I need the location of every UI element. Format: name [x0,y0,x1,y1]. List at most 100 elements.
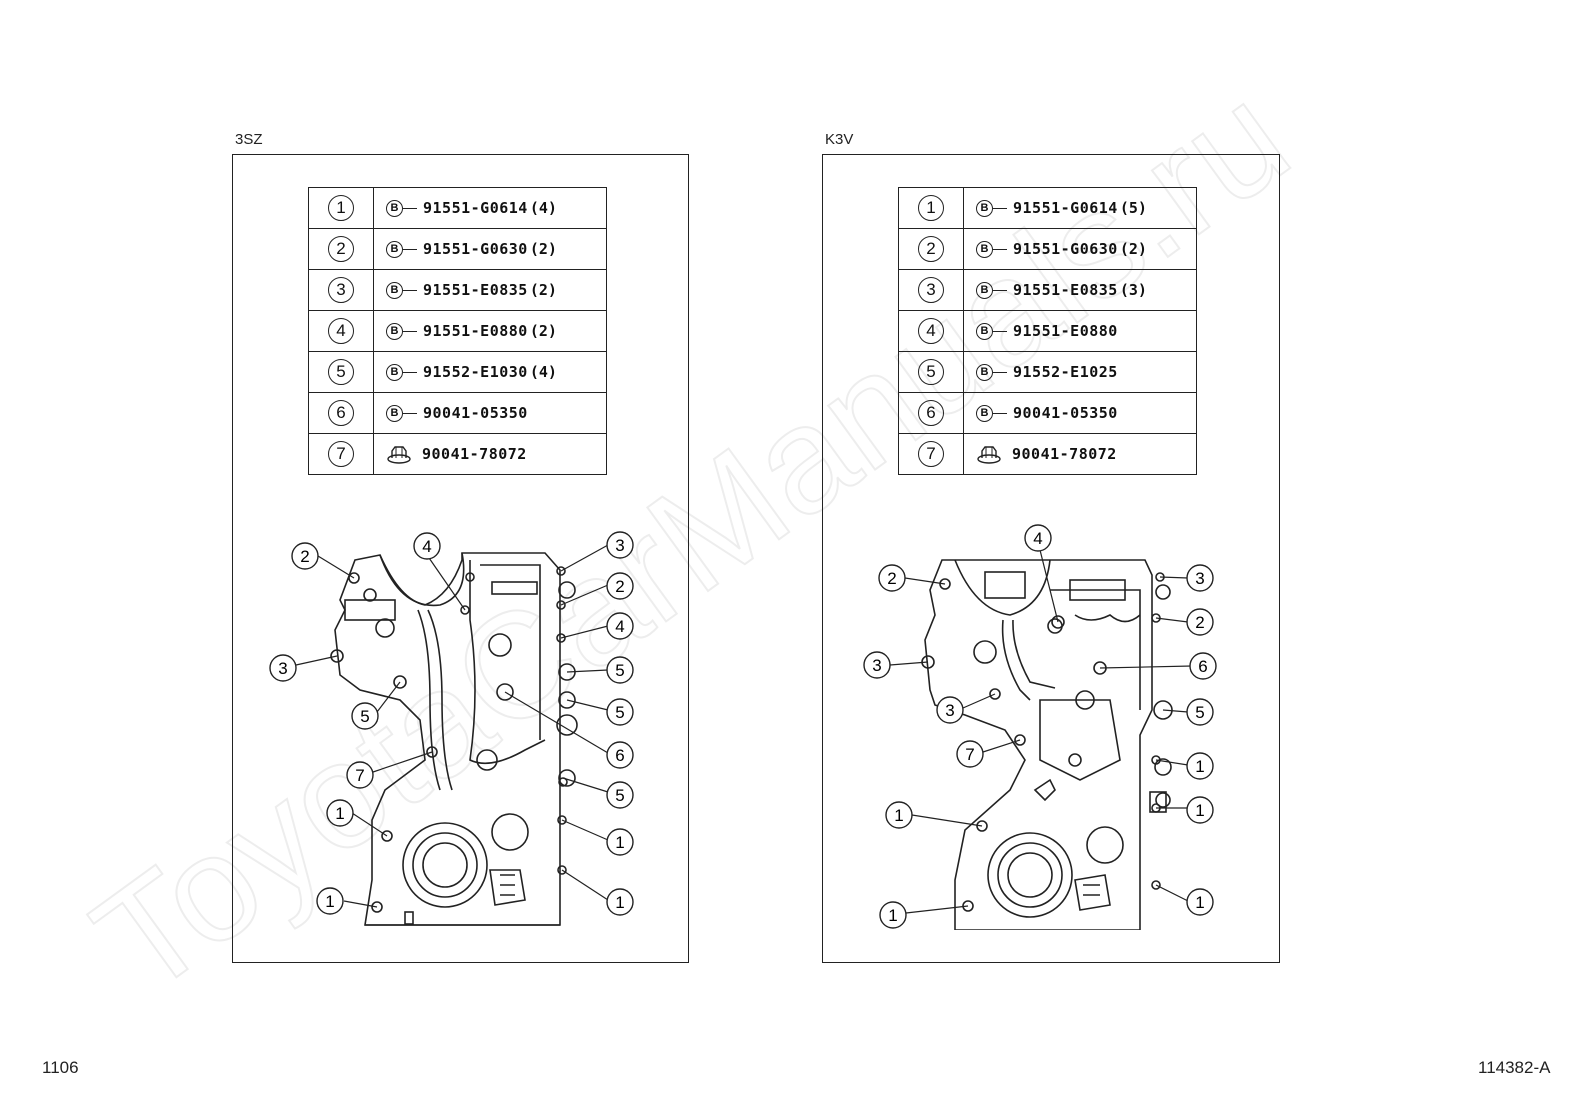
callout: 5 [1186,698,1214,726]
svg-text:5: 5 [615,703,624,722]
callout: 6 [1189,652,1217,680]
callout: 2 [1186,608,1214,636]
panel-label-k3v: K3V [825,131,854,148]
table-row: 7 90041-78072 [898,433,1197,475]
row-number: 1 [328,195,354,221]
svg-text:5: 5 [615,786,624,805]
svg-text:3: 3 [1195,569,1204,588]
table-row: 3 B 91551-E0835(2) [308,269,607,311]
callout: 1 [1186,888,1214,916]
row-number: 4 [328,318,354,344]
callout: 1 [1186,752,1214,780]
callout: 5 [351,702,379,730]
table-row: 2 B 91551-G0630(2) [898,228,1197,270]
row-number: 5 [328,359,354,385]
bolt-icon: B [386,281,423,299]
part-number: 91552-E1025 [1013,363,1118,381]
svg-text:1: 1 [335,804,344,823]
callout: 3 [936,696,964,724]
table-row: 5 B 91552-E1030(4) [308,351,607,393]
callout: 3 [606,531,634,559]
part-number: 91551-G0614 [423,199,528,217]
table-row: 6 B 90041-05350 [308,392,607,434]
timing-cover-diagram-3sz: 2 4 3 2 4 3 5 5 5 6 7 5 1 1 1 1 [269,531,634,926]
svg-text:4: 4 [1033,529,1042,548]
callout: 4 [413,532,441,560]
svg-text:6: 6 [615,746,624,765]
svg-text:1: 1 [1195,757,1204,776]
panel-k3v [822,154,1280,963]
table-row: 5 B 91552-E1025 [898,351,1197,393]
callout: 3 [269,654,297,682]
bolt-icon: B [976,322,1013,340]
svg-text:1: 1 [325,892,334,911]
svg-text:2: 2 [887,569,896,588]
callout: 3 [1186,564,1214,592]
table-row: 3 B 91551-E0835(3) [898,269,1197,311]
callout: 1 [316,887,344,915]
table-row: 4 B 91551-E0880 [898,310,1197,352]
svg-text:1: 1 [894,806,903,825]
svg-text:7: 7 [965,745,974,764]
part-qty: (4) [529,199,557,217]
callout: 6 [606,741,634,769]
bolt-icon: B [386,363,423,381]
table-row: 4 B 91551-E0880(2) [308,310,607,352]
part-number: 91551-G0630 [423,240,528,258]
part-number: 91551-G0614 [1013,199,1118,217]
callout: 1 [879,901,907,929]
part-number: 90041-78072 [1012,445,1117,463]
row-number: 7 [918,441,944,467]
bolt-icon: B [386,404,423,422]
svg-text:2: 2 [300,547,309,566]
svg-text:2: 2 [1195,613,1204,632]
bolt-icon: B [976,199,1013,217]
callout: 5 [606,656,634,684]
page-number: 1106 [42,1058,79,1077]
flange-nut-icon [387,446,411,464]
bolt-icon: B [976,281,1013,299]
bolt-icon: B [976,240,1013,258]
row-number: 1 [918,195,944,221]
part-number: 91551-E0835 [1013,281,1118,299]
part-qty: (5) [1119,199,1147,217]
callout: 2 [606,572,634,600]
bolt-icon: B [386,322,423,340]
callout: 4 [1024,524,1052,552]
figure-id: 114382-A [1478,1058,1551,1077]
svg-text:5: 5 [360,707,369,726]
callout: 7 [956,740,984,768]
part-qty: (3) [1119,281,1147,299]
flange-nut-icon [977,446,1001,464]
svg-text:5: 5 [1195,703,1204,722]
callout: 2 [291,542,319,570]
part-number: 91551-E0880 [423,322,528,340]
svg-text:4: 4 [422,537,431,556]
bolt-icon: B [386,199,423,217]
row-number: 2 [328,236,354,262]
part-number: 91551-E0835 [423,281,528,299]
part-number: 91551-E0880 [1013,322,1118,340]
part-number: 91552-E1030 [423,363,528,381]
table-row: 1 B 91551-G0614(5) [898,187,1197,229]
callout: 5 [606,698,634,726]
part-number: 90041-78072 [422,445,527,463]
part-number: 90041-05350 [1013,404,1118,422]
timing-cover-diagram-k3v: 4 2 3 3 2 6 3 5 7 1 1 1 1 1 [863,524,1217,930]
table-row: 2 B 91551-G0630(2) [308,228,607,270]
svg-text:6: 6 [1198,657,1207,676]
svg-text:3: 3 [945,701,954,720]
row-number: 3 [328,277,354,303]
row-number: 6 [918,400,944,426]
svg-text:3: 3 [278,659,287,678]
callout: 1 [326,799,354,827]
bolt-icon: B [386,240,423,258]
part-qty: (2) [529,240,557,258]
callout: 1 [606,888,634,916]
callout: 3 [863,651,891,679]
callout: 7 [346,761,374,789]
row-number: 2 [918,236,944,262]
svg-text:5: 5 [615,661,624,680]
callout: 5 [606,781,634,809]
panel-label-3sz: 3SZ [235,131,263,148]
